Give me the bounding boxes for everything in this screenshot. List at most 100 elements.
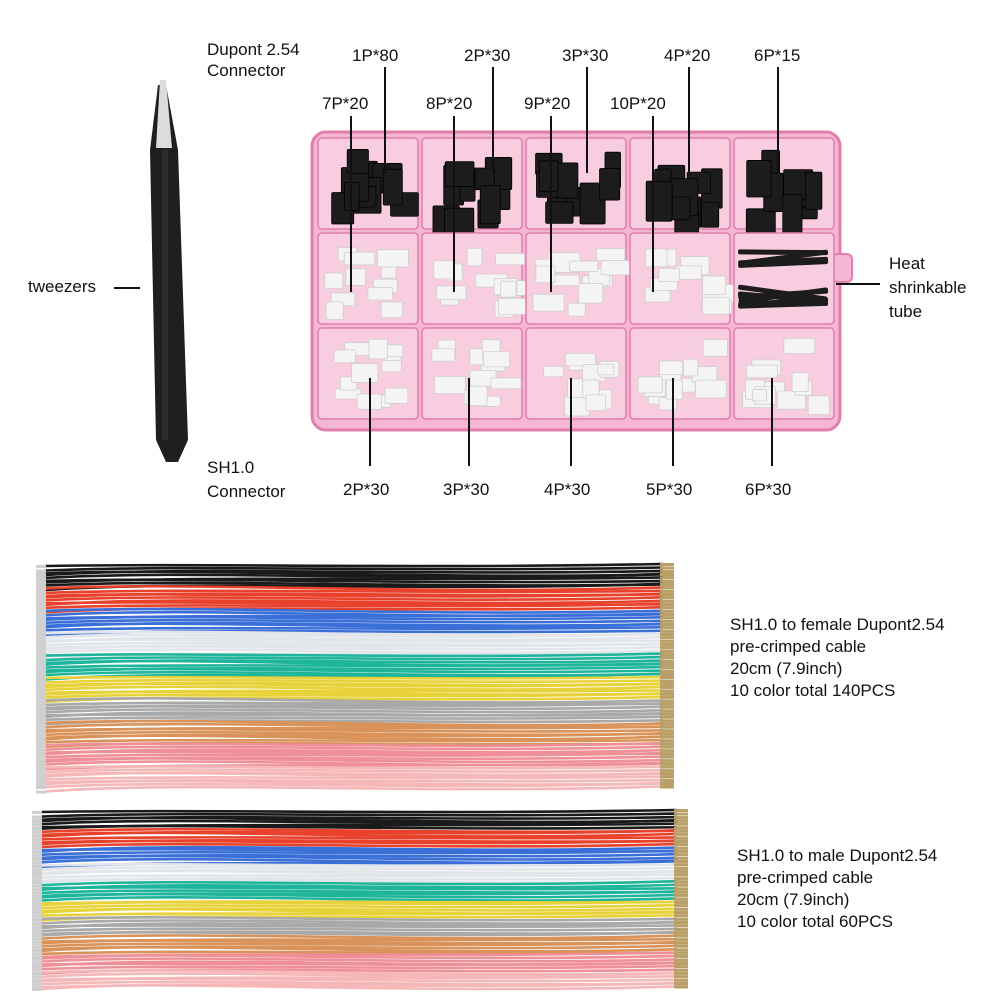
- sh-terminal: [36, 576, 46, 580]
- cable-wire: [40, 916, 678, 922]
- cable-wire: [40, 866, 678, 872]
- crimp-terminal: [660, 702, 674, 706]
- cable-wire: [44, 705, 664, 711]
- sh-terminal: [36, 647, 46, 651]
- cable-wire: [44, 566, 664, 572]
- sh-terminal: [36, 656, 46, 660]
- crimp-terminal: [660, 676, 674, 679]
- sh-terminal: [36, 721, 46, 725]
- heat-shrink-label: Heat shrinkable tube: [889, 254, 967, 321]
- crimp-terminal: [674, 944, 688, 948]
- cable-wire: [40, 971, 678, 979]
- sh-terminal: [32, 925, 42, 929]
- sh-terminal: [36, 663, 46, 667]
- sh-5p-leader: [672, 378, 674, 466]
- sh-terminal: [32, 963, 42, 967]
- sh-terminal: [36, 641, 46, 645]
- sh-terminal: [36, 659, 46, 663]
- crimp-terminal: [660, 563, 674, 566]
- crimp-terminal: [660, 586, 674, 590]
- dupont-7p-label: 7P*20: [322, 94, 369, 113]
- sh-terminal: [36, 760, 46, 764]
- cable-wire: [44, 765, 664, 770]
- sh-terminal: [32, 849, 42, 853]
- sh-terminal: [32, 876, 42, 880]
- sh-terminal: [32, 868, 42, 872]
- sh-terminal: [32, 818, 42, 822]
- sh-terminal: [36, 633, 46, 637]
- tweezers-image: [150, 80, 188, 462]
- sh-terminal: [36, 783, 46, 787]
- crimp-terminal: [660, 666, 674, 670]
- cable-wire: [44, 692, 664, 699]
- crimp-terminal: [674, 920, 688, 924]
- sh-terminal: [36, 763, 46, 767]
- sh-terminal: [36, 624, 46, 628]
- cable-wire: [40, 961, 678, 966]
- crimp-terminal: [660, 742, 674, 746]
- sh-terminal: [36, 759, 46, 763]
- sh-terminal: [36, 706, 46, 710]
- sh-terminal: [32, 968, 42, 972]
- tray-compartment: [629, 232, 735, 325]
- tray-compartment: [317, 327, 419, 420]
- cable-wire: [44, 625, 664, 632]
- sh-terminal: [36, 729, 46, 733]
- sh-terminal: [32, 929, 42, 933]
- crimp-terminal: [674, 934, 688, 938]
- cable-wire: [40, 930, 678, 937]
- sh-terminal: [36, 733, 46, 737]
- dupont-3p-leader: [586, 67, 588, 173]
- crimp-terminal: [660, 692, 674, 696]
- sh-terminal: [36, 565, 46, 568]
- crimp-terminal: [674, 890, 688, 894]
- cable-wire: [44, 589, 664, 595]
- cable-wire: [44, 602, 664, 610]
- cable-wire: [44, 738, 664, 744]
- sh-terminal: [36, 626, 46, 630]
- sh-terminal: [36, 781, 46, 785]
- cable-wire: [40, 886, 678, 891]
- crimp-terminal: [660, 606, 674, 610]
- sh-terminal: [32, 940, 42, 944]
- dupont-4p-label: 4P*20: [664, 46, 711, 65]
- crimp-terminal: [674, 839, 688, 843]
- sh-terminal: [32, 937, 42, 941]
- sh-terminal: [36, 700, 46, 704]
- sh-terminal: [36, 573, 46, 577]
- crimp-terminal: [674, 978, 688, 982]
- crimp-terminal: [660, 589, 674, 593]
- crimp-terminal: [660, 685, 674, 689]
- sh-terminal: [32, 917, 42, 921]
- cable-wire: [44, 697, 664, 704]
- sh-terminal: [36, 599, 46, 603]
- crimp-terminal: [660, 769, 674, 773]
- cable-wire: [44, 622, 664, 629]
- sh-terminal: [32, 879, 42, 883]
- cable-wire: [40, 869, 678, 876]
- sh-terminal: [36, 629, 46, 633]
- male-cable-type: pre-crimped cable: [737, 868, 874, 887]
- crimp-terminal: [674, 917, 688, 921]
- sh-5p-label: 5P*30: [646, 480, 693, 499]
- crimp-terminal: [660, 569, 674, 573]
- crimp-terminal: [660, 705, 674, 709]
- crimp-terminal: [674, 924, 688, 928]
- cable-wire: [40, 818, 678, 826]
- crimp-terminal: [674, 951, 688, 955]
- cable-wire: [40, 892, 678, 899]
- sh-terminal: [32, 933, 42, 937]
- tray-compartment: [421, 327, 523, 420]
- sh-terminal: [36, 671, 46, 675]
- cable-wire: [40, 900, 678, 906]
- sh-terminal: [36, 678, 46, 682]
- crimp-terminal: [660, 636, 674, 640]
- sh-2p-label: 2P*30: [343, 480, 390, 499]
- sh-terminal: [32, 823, 42, 827]
- crimp-terminal: [674, 846, 688, 850]
- crimp-terminal: [674, 849, 688, 853]
- sh-terminal: [36, 744, 46, 748]
- cable-wire: [44, 662, 664, 669]
- crimp-terminal: [660, 582, 674, 586]
- dupont-8p-leader: [453, 116, 455, 292]
